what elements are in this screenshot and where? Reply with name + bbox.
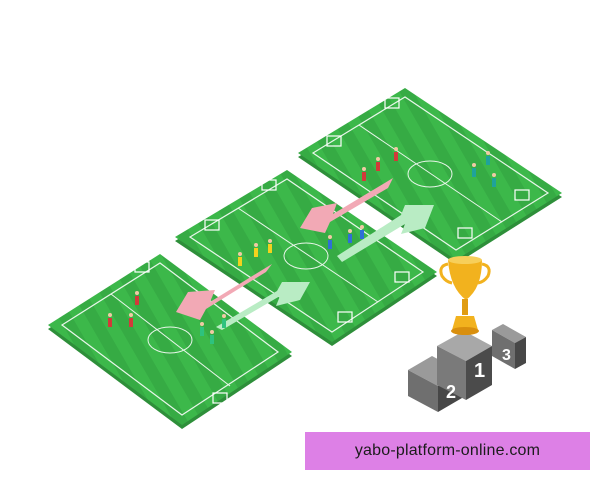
podium-place-3: 3 [502, 347, 511, 364]
podium-icon: 2 1 3 [408, 324, 526, 412]
watermark-banner: yabo-platform-online.com [305, 432, 590, 470]
podium-place-2: 2 [446, 382, 456, 402]
trophy-icon [439, 256, 491, 335]
pitch-middle [175, 170, 437, 346]
banner-text: yabo-platform-online.com [354, 442, 541, 459]
podium-place-1: 1 [474, 360, 485, 382]
arrow-left-icon [176, 264, 272, 320]
players [108, 147, 496, 344]
pitch-lower-left [48, 254, 292, 429]
arrow-left-icon [300, 178, 393, 233]
arrow-right-icon [216, 282, 310, 330]
arrow-right-icon [337, 205, 434, 262]
